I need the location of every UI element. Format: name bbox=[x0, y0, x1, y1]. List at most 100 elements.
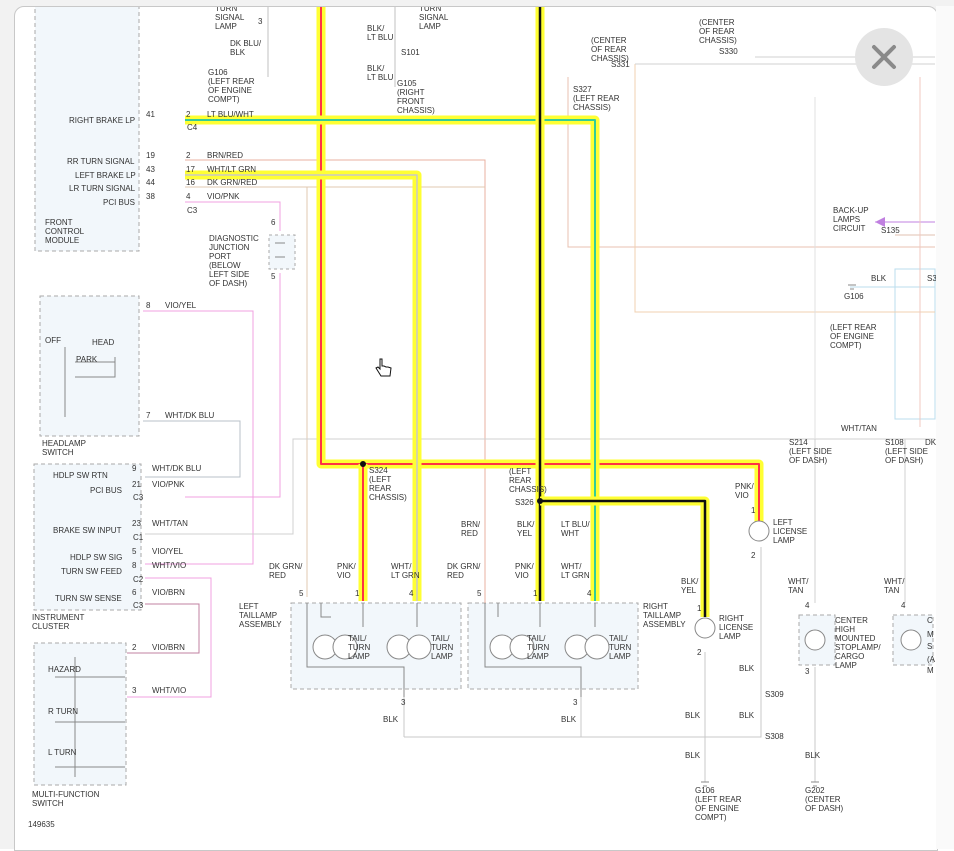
label-g106-right: G106 bbox=[844, 292, 864, 301]
label-head: HEAD bbox=[92, 338, 114, 347]
label-c3a: C3 bbox=[187, 206, 198, 215]
label-wht-vio-1: WHT/VIO bbox=[152, 561, 186, 570]
label-pin3-mf: 3 bbox=[132, 686, 137, 695]
label-pin38: 38 bbox=[146, 192, 155, 201]
headlamp-switch-box bbox=[39, 295, 140, 437]
label-wht-lt-grn-l: WHT/LT GRN bbox=[391, 562, 420, 580]
label-wht-lt-grn-r: WHT/LT GRN bbox=[561, 562, 590, 580]
label-dk-blu-blk: DK BLU/BLK bbox=[230, 39, 262, 57]
module-boxes bbox=[33, 7, 936, 786]
label-pin5-r: 5 bbox=[477, 589, 482, 598]
wire-vio-yel bbox=[143, 310, 254, 565]
diag-port-pins bbox=[275, 242, 285, 258]
multi-function-switch-box bbox=[33, 642, 127, 786]
label-dk-grn-red-l: DK GRN/RED bbox=[269, 562, 303, 580]
label-pin21: 21 bbox=[132, 480, 141, 489]
right-license-lamp-symbol bbox=[694, 617, 716, 639]
label-turn-sw-sense: TURN SW SENSE bbox=[55, 594, 122, 603]
label-wht-dk-blu-1: WHT/DK BLU bbox=[165, 411, 215, 420]
cut-off-lamp-symbol bbox=[900, 629, 922, 651]
label-pin43: 43 bbox=[146, 165, 155, 174]
wire-tan-1 bbox=[567, 77, 935, 248]
label-pin4a: 4 bbox=[186, 192, 191, 201]
label-hazard: HAZARD bbox=[48, 665, 81, 674]
label-blk-ll-3: BLK bbox=[739, 711, 755, 720]
component-symbols bbox=[55, 217, 922, 787]
label-pin1-rl: 1 bbox=[697, 604, 702, 613]
label-vio-yel-1: VIO/YEL bbox=[165, 301, 197, 310]
left-license-lamp-symbol bbox=[748, 520, 770, 542]
diagnostic-port-box bbox=[268, 234, 296, 270]
label-pin3-l: 3 bbox=[401, 698, 406, 707]
right-taillamp-internal-wiring bbox=[484, 603, 596, 697]
label-lr-turn-signal: LR TURN SIGNAL bbox=[69, 184, 136, 193]
instrument-cluster-box bbox=[33, 463, 142, 611]
label-cut-c: C bbox=[927, 616, 933, 625]
label-pin4-rr: 4 bbox=[901, 601, 906, 610]
label-blk-lt-blu-1: BLK/LT BLU bbox=[367, 24, 394, 42]
label-pnk-vio-r: PNK/VIO bbox=[735, 482, 754, 500]
label-s330: S330 bbox=[719, 47, 738, 56]
hand-pointer-icon bbox=[375, 358, 392, 377]
g106-ground-symbol bbox=[848, 284, 856, 290]
label-lt-blu-wht: LT BLU/WHT bbox=[207, 110, 254, 119]
label-pin3-r: 3 bbox=[573, 698, 578, 707]
label-s309: S309 bbox=[765, 690, 784, 699]
g106-bottom-ground-symbol bbox=[701, 781, 709, 787]
label-brn-red: BRN/RED bbox=[207, 151, 243, 160]
close-button[interactable] bbox=[855, 28, 913, 86]
label-rr-turn-signal: RR TURN SIGNAL bbox=[67, 157, 135, 166]
label-vio-pnk-2: VIO/PNK bbox=[152, 480, 185, 489]
thin-wires bbox=[127, 7, 935, 782]
label-dk-grn-red-r: DK GRN/RED bbox=[447, 562, 481, 580]
wire-wht-tan bbox=[145, 438, 935, 535]
label-s326: S326 bbox=[515, 498, 534, 507]
label-cut-m2: M bbox=[927, 666, 934, 675]
label-pin1-r: 1 bbox=[533, 589, 538, 598]
label-blk-yel-2: BLK/YEL bbox=[681, 577, 699, 595]
trace-wht-lt-grn bbox=[185, 174, 418, 601]
label-pin9: 9 bbox=[132, 464, 137, 473]
label-off: OFF bbox=[45, 336, 61, 345]
label-pci-bus-ic: PCI BUS bbox=[90, 486, 122, 495]
label-hdlp-sw-rtn: HDLP SW RTN bbox=[53, 471, 108, 480]
tail-lamp-1b-symbol bbox=[332, 634, 358, 660]
label-pin8b: 8 bbox=[132, 561, 137, 570]
splice-s326-dot bbox=[537, 498, 543, 504]
label-dk-grn-red: DK GRN/RED bbox=[207, 178, 257, 187]
label-pin23: 23 bbox=[132, 519, 141, 528]
label-blk-rl-2: BLK bbox=[685, 711, 701, 720]
wire-tan-2 bbox=[634, 64, 935, 313]
label-c2: C2 bbox=[133, 575, 144, 584]
scroll-edge bbox=[936, 6, 954, 849]
g202-ground-symbol bbox=[811, 781, 819, 787]
label-turn-sw-feed: TURN SW FEED bbox=[61, 567, 122, 576]
label-c1: C1 bbox=[133, 533, 144, 542]
label-l-turn: L TURN bbox=[48, 748, 77, 757]
label-pin6b: 6 bbox=[132, 588, 137, 597]
label-pin7: 7 bbox=[146, 411, 151, 420]
label-pin4-c: 4 bbox=[805, 601, 810, 610]
label-pin2b: 2 bbox=[186, 151, 191, 160]
label-pin5a: 5 bbox=[271, 272, 276, 281]
label-s308: S308 bbox=[765, 732, 784, 741]
label-pci-bus-fcm: PCI BUS bbox=[103, 198, 135, 207]
